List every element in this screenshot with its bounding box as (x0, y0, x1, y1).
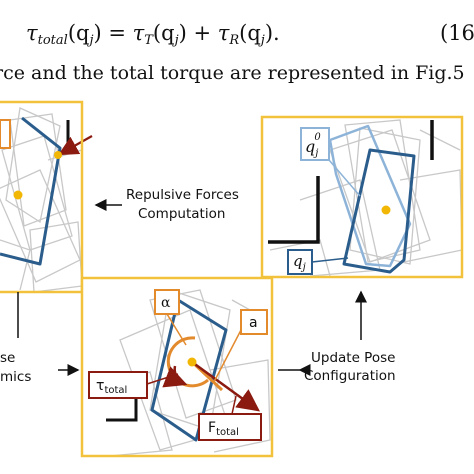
total-force-arrow (191, 360, 261, 412)
force-leader (231, 395, 237, 415)
robot-initial-pose (328, 124, 412, 268)
force-sub: total (216, 427, 239, 438)
eq-t2-symbol: τ (218, 21, 230, 45)
q0-sup: 0 (314, 132, 321, 143)
tau-symbol: τ (96, 378, 104, 394)
tau-leader (146, 373, 179, 385)
a-label: a (249, 315, 258, 331)
panel-update-pose: qj0 qj (260, 115, 464, 279)
left-panel-content (0, 102, 82, 292)
svg-text:τtotal(qj) = τT(qj) + τR(qj).: τtotal(qj) = τT(qj) + τR(qj). (26, 21, 280, 48)
robot-outline-left (0, 116, 62, 266)
eq-end: ). (265, 21, 280, 45)
eq-t2-sub: R (228, 33, 239, 48)
eq-lhs-arg: (q (68, 21, 90, 45)
q0-leader (328, 159, 361, 197)
q0-symbol: q (305, 137, 315, 156)
force-label-box (198, 413, 262, 441)
left-label-box (0, 119, 11, 149)
left-cut-label-2: mics (0, 369, 31, 385)
q0-label-box (300, 127, 330, 161)
panel-border-left (0, 100, 84, 294)
alpha-label: α (161, 295, 171, 311)
force-label: Ftotal (208, 420, 239, 438)
center-point-right (381, 205, 391, 215)
eq-equals: ) = (93, 21, 132, 45)
update-label-2: Configuration (304, 368, 396, 384)
tau-sub: total (104, 385, 127, 396)
eq-t1-arg-sub: j (172, 33, 179, 48)
qj-sub: j (301, 262, 306, 273)
eq-lhs-symbol: τ (26, 21, 38, 45)
panel-repulsive (0, 100, 93, 294)
eq-lhs-sub: total (38, 33, 68, 48)
center-point-left (13, 190, 23, 200)
eq-t2-arg: (q (239, 21, 261, 45)
a-leader (213, 329, 242, 383)
repulsive-label-2: Computation (138, 206, 225, 222)
q0-label: qj 0 (305, 132, 321, 159)
wall-right-corner (268, 176, 320, 244)
repulsive-label-1: Repulsive Forces (126, 187, 239, 203)
eq-t2-arg-sub: j (258, 33, 265, 48)
tau-label-box (88, 371, 148, 399)
panel-border-bottom (80, 276, 274, 458)
qj-symbol: q (293, 252, 303, 270)
update-label-1: Update Pose (311, 350, 395, 366)
qj-leader (311, 257, 349, 263)
eq-lhs-arg-sub: j (86, 33, 93, 48)
center-point-bottom (187, 357, 197, 367)
q0-sub: j (313, 148, 318, 159)
a-label-box (240, 309, 268, 335)
obstacle-outlines-right (269, 119, 462, 277)
panel-border-right (260, 115, 464, 279)
robot-updated-pose (342, 148, 416, 274)
eq-plus: ) + (179, 21, 218, 45)
body-text-line: rce and the total torque are represented… (0, 62, 465, 84)
eq-t1-arg: (q (153, 21, 175, 45)
equation-16: τtotal(qj) = τT(qj) + τR(qj). (16 (26, 21, 474, 48)
repulsive-force-arrow (58, 135, 93, 156)
obstacle-outlines-left (0, 107, 82, 292)
alpha-label-box (154, 289, 180, 315)
qj-label: qj (293, 252, 306, 273)
tau-label: τtotal (96, 378, 127, 396)
left-cut-label-1: se (0, 350, 15, 366)
eq-t1-sub: T (144, 33, 154, 48)
panel-dynamics: α a τtotal Ftotal (80, 276, 274, 458)
equation-number: (16 (440, 21, 474, 45)
robot-outline-bottom (150, 298, 228, 442)
eq-t1-symbol: τ (133, 21, 145, 45)
contact-point (54, 151, 62, 159)
torque-arc (162, 365, 188, 388)
force-symbol: F (208, 420, 216, 436)
alpha-leader (166, 313, 187, 346)
